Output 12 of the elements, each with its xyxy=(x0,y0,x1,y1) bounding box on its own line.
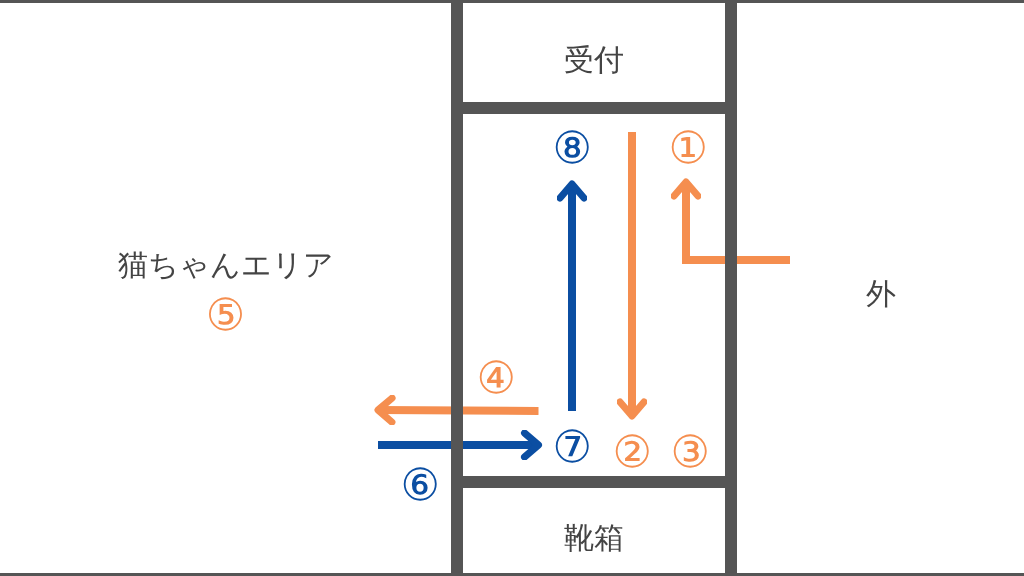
edge-label: ④ xyxy=(476,356,516,400)
step-number: ② xyxy=(612,430,652,474)
step-number: ⑤ xyxy=(205,288,246,342)
area-label: 外 xyxy=(865,276,896,312)
step-number: ③ xyxy=(670,430,710,474)
area-label: 受付 xyxy=(564,41,624,78)
area-label: 猫ちゃんエリア xyxy=(117,246,334,283)
step-number: ① xyxy=(668,126,708,170)
area-label: 靴箱 xyxy=(564,519,624,556)
edge-label: ⑥ xyxy=(400,463,440,507)
step-number: ⑧ xyxy=(552,126,592,170)
step-number: ⑦ xyxy=(552,425,592,469)
